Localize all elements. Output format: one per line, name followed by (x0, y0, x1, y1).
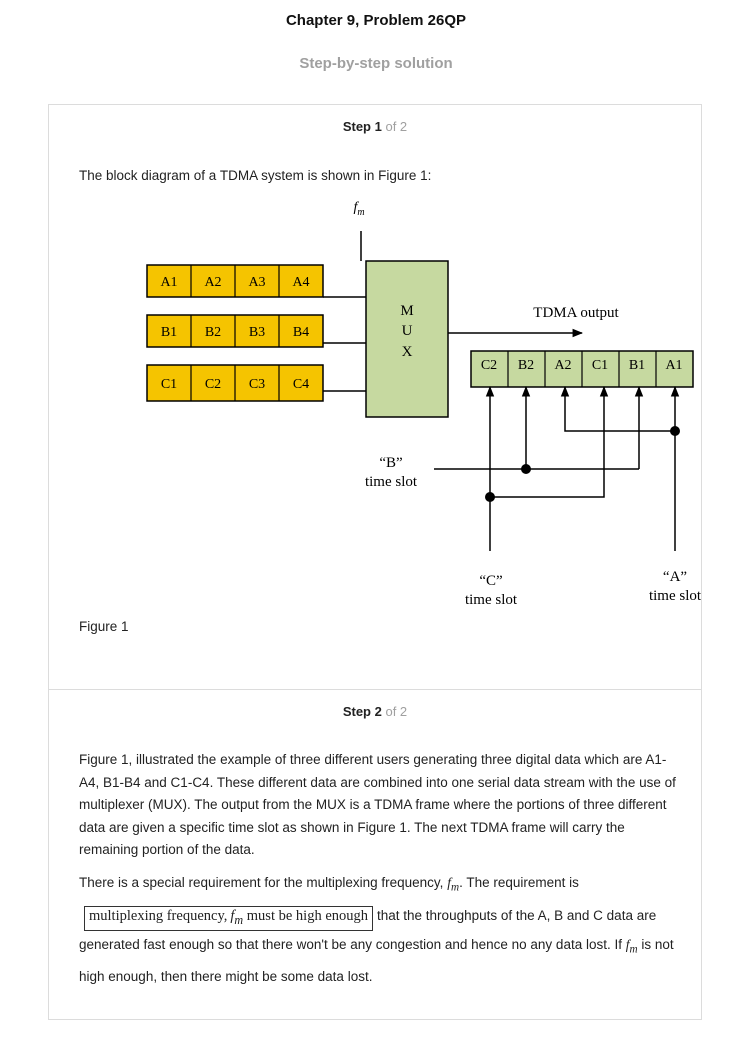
step-divider (49, 689, 701, 690)
mux-letter: U (402, 323, 413, 339)
fm-symbol: fm (625, 936, 638, 956)
mux-letter: X (402, 344, 413, 360)
clock-f: f (353, 200, 359, 215)
a-slot-label: time slot (649, 588, 702, 604)
step-1-header: Step 1 of 2 (49, 119, 701, 134)
input-data-row-a: A1 A2 A3 A4 (146, 264, 366, 298)
p2-text-a: There is a special requirement for the m… (79, 875, 444, 890)
frame-cell: A2 (554, 358, 571, 373)
frame-cell: B1 (629, 358, 645, 373)
frame-cell: B2 (518, 358, 534, 373)
data-cell: A2 (204, 275, 221, 290)
requirement-box: multiplexing frequency,fm must be high e… (84, 905, 374, 931)
p2-text-d: is not high enough, then there might be … (79, 936, 674, 985)
data-cell: A3 (248, 275, 265, 290)
junction-dot (485, 492, 495, 502)
mux-letter: M (400, 303, 413, 319)
data-cell: C4 (293, 377, 309, 392)
data-cell: C3 (249, 377, 265, 392)
step-1-of: of 2 (385, 119, 408, 134)
clock-label: fm (353, 200, 364, 218)
data-cell: B4 (293, 325, 309, 340)
data-cell: B1 (161, 325, 177, 340)
b-slot-label: time slot (365, 474, 418, 490)
step-2-header: Step 2 of 2 (49, 704, 701, 719)
mux-block: M U X (365, 260, 449, 418)
data-cell: A1 (160, 275, 177, 290)
solution-card: Step 1 of 2 The block diagram of a TDMA … (48, 104, 702, 1020)
a-slot-label: “A” (663, 569, 687, 585)
step-2-of: of 2 (385, 704, 408, 719)
time-slot-lines (434, 385, 680, 551)
data-cell: A4 (292, 275, 309, 290)
data-cell: C1 (161, 377, 177, 392)
step-1-intro: The block diagram of a TDMA system is sh… (79, 168, 432, 183)
frame-cell: C2 (481, 358, 497, 373)
junction-dot (521, 464, 531, 474)
step-2-label: Step 2 (342, 704, 382, 719)
fm-symbol: fm (447, 875, 460, 894)
b-slot-label: “B” (379, 455, 402, 471)
data-cell: B2 (205, 325, 221, 340)
tdma-block-diagram: fm A1 A2 A3 A4 B1 B2 B3 B4 (146, 200, 702, 608)
c-slot-label: “C” (479, 573, 502, 589)
input-data-row-b: B1 B2 B3 B4 (146, 314, 366, 348)
p2-text-c: that the throughputs of the A, B and C d… (79, 907, 657, 952)
frame-cell: A1 (665, 358, 682, 373)
frame-cell: C1 (592, 358, 608, 373)
clock-sub: m (357, 207, 364, 218)
c-slot-label: time slot (465, 592, 518, 608)
step-1-label: Step 1 (342, 119, 382, 134)
step-2-paragraph-1: Figure 1, illustrated the example of thr… (79, 752, 676, 857)
solution-subtitle: Step-by-step solution (299, 55, 453, 72)
step-2-paragraph-2: There is a special requirement for the m… (79, 869, 679, 990)
tdma-frame: C2 B2 A2 C1 B1 A1 (470, 350, 694, 388)
chapter-title: Chapter 9, Problem 26QP (285, 12, 467, 29)
data-cell: B3 (249, 325, 265, 340)
figure-caption: Figure 1 (79, 619, 129, 634)
junction-dot (670, 426, 680, 436)
tdma-output-label: TDMA output (533, 305, 619, 321)
p2-text-b: . The requirement is (459, 875, 579, 890)
input-data-row-c: C1 C2 C3 C4 (146, 364, 366, 402)
data-cell: C2 (205, 377, 221, 392)
